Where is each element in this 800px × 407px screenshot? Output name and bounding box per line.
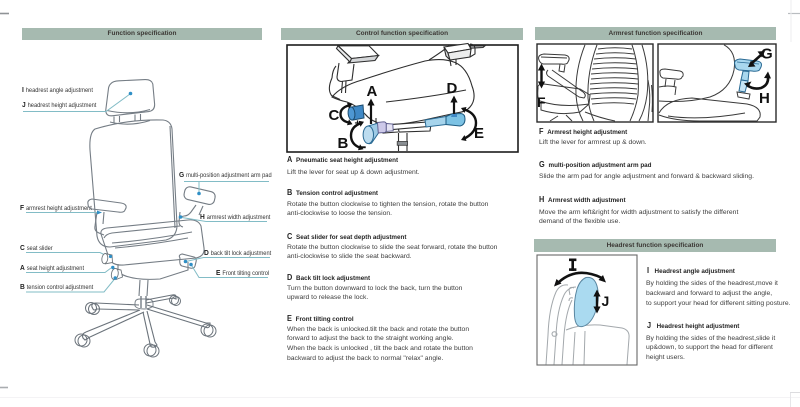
svg-text:J: J	[602, 293, 610, 309]
svg-text:B: B	[338, 135, 349, 152]
svg-text:A: A	[367, 83, 378, 100]
svg-text:G: G	[761, 46, 773, 63]
svg-text:C: C	[329, 107, 340, 124]
svg-text:+: +	[355, 119, 361, 130]
svg-text:F: F	[537, 94, 546, 110]
svg-text:D: D	[447, 80, 458, 97]
svg-text:E: E	[474, 125, 484, 142]
svg-text:H: H	[759, 90, 770, 107]
